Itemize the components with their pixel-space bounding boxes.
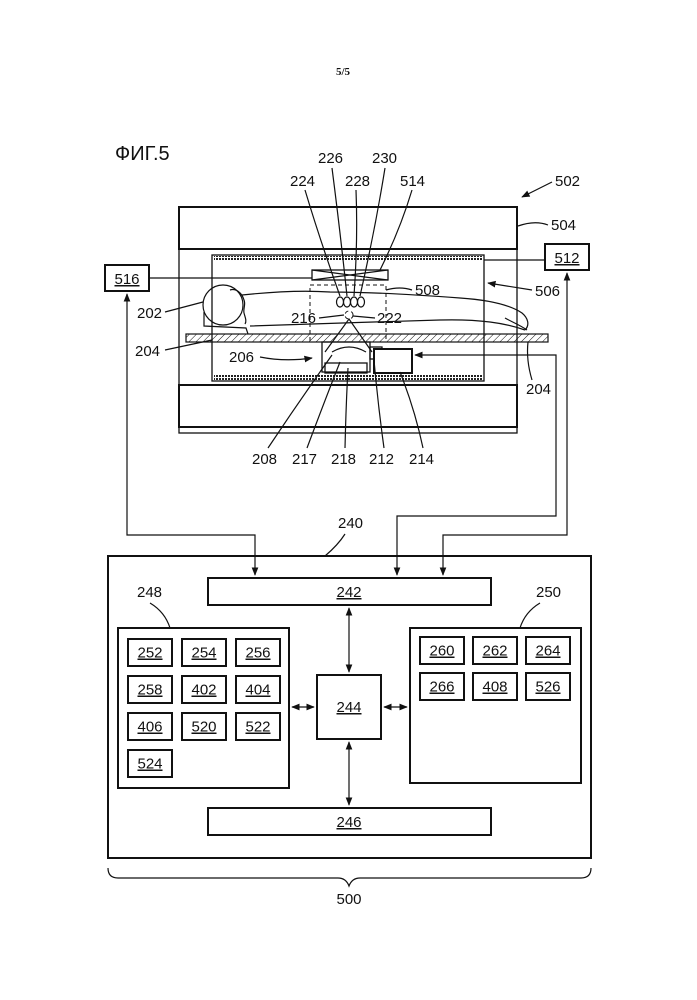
page-number: 5/5: [336, 66, 351, 78]
memory-label: 250: [536, 584, 561, 601]
mri-scanner: [179, 207, 548, 433]
rf-control-label: 512: [554, 250, 579, 267]
module-label: 264: [535, 643, 560, 660]
module-label: 254: [191, 645, 216, 662]
module-label: 402: [191, 682, 216, 699]
assembly-brace: [108, 868, 591, 886]
label-202: 202: [137, 305, 162, 322]
module-label: 262: [482, 643, 507, 660]
label-502: 502: [555, 173, 580, 190]
module-label: 252: [137, 645, 162, 662]
module-label: 404: [245, 682, 270, 699]
hifu-assembly: [322, 342, 412, 373]
label-208: 208: [252, 451, 277, 468]
module-label: 260: [429, 643, 454, 660]
module-label: 406: [137, 719, 162, 736]
label-204-left: 204: [135, 343, 160, 360]
label-228: 228: [345, 173, 370, 190]
label-214: 214: [409, 451, 434, 468]
magnet-top: [179, 207, 517, 249]
label-514: 514: [400, 173, 425, 190]
label-206: 206: [229, 349, 254, 366]
label-230: 230: [372, 150, 397, 167]
module-label: 520: [191, 719, 216, 736]
surface-coils: [337, 297, 365, 307]
user-interface-label: 246: [336, 814, 361, 831]
module-label: 526: [535, 679, 560, 696]
computer-label: 240: [338, 515, 363, 532]
module-label: 524: [137, 756, 162, 773]
figure-title: ФИГ.5: [115, 143, 170, 165]
subject-support: [186, 334, 548, 342]
label-216: 216: [291, 310, 316, 327]
assembly-label: 500: [336, 891, 361, 908]
subject-body: [203, 285, 528, 334]
module-label: 266: [429, 679, 454, 696]
label-218: 218: [331, 451, 356, 468]
label-508: 508: [415, 282, 440, 299]
module-label: 256: [245, 645, 270, 662]
storage-label: 248: [137, 584, 162, 601]
interface-label: 242: [336, 584, 361, 601]
label-217: 217: [292, 451, 317, 468]
module-label: 522: [245, 719, 270, 736]
gradient-control-label: 516: [114, 271, 139, 288]
label-506: 506: [535, 283, 560, 300]
label-204-right: 204: [526, 381, 551, 398]
processor-label: 244: [336, 699, 361, 716]
gradient-coil-top: [214, 256, 482, 261]
label-212: 212: [369, 451, 394, 468]
label-504: 504: [551, 217, 576, 234]
focal-point: [345, 311, 353, 319]
label-226: 226: [318, 150, 343, 167]
magnet-bottom: [179, 385, 517, 427]
label-222: 222: [377, 310, 402, 327]
module-label: 258: [137, 682, 162, 699]
label-224: 224: [290, 173, 315, 190]
module-label: 408: [482, 679, 507, 696]
